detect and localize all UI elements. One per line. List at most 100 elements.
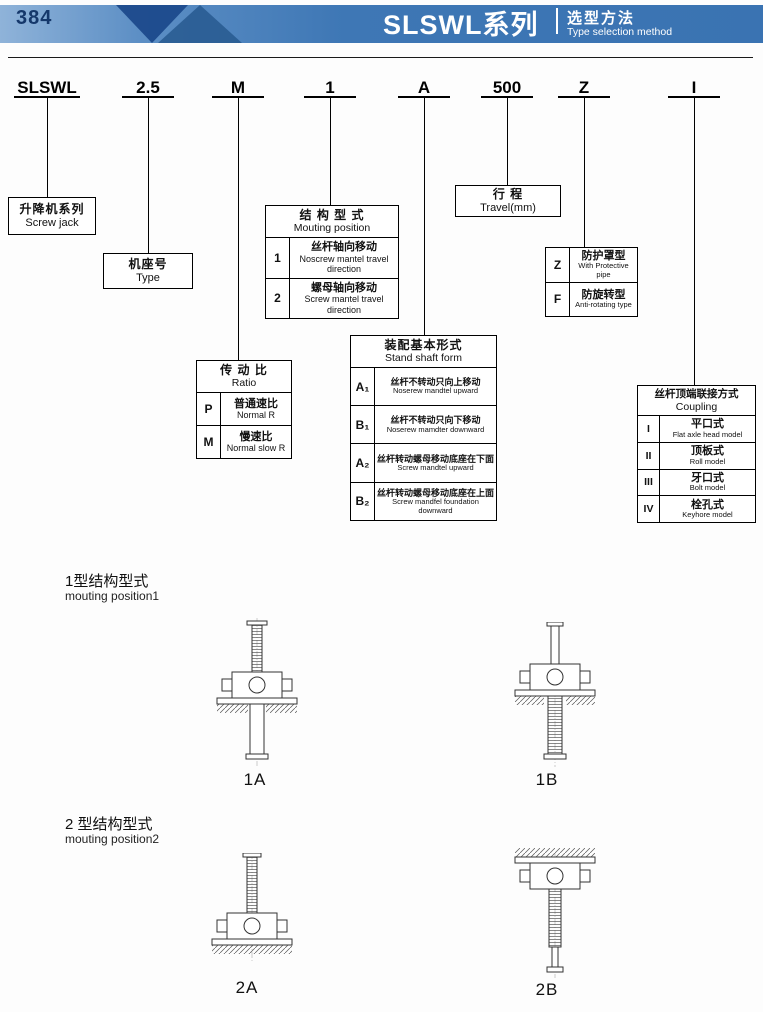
mounting-title-en: Mouting position [293, 222, 371, 235]
row-desc: 螺母轴向移动 Screw mantel travel direction [290, 279, 398, 319]
stand-table-header: 装配基本形式 Stand shaft form [351, 336, 496, 368]
row-code: 2 [266, 278, 290, 319]
mounting-table-header: 结 构 型 式 Mouting position [266, 206, 398, 238]
series-title: SLSWL系列 [383, 10, 539, 40]
row-desc-en: Roll model [689, 456, 726, 466]
row-desc: 平口式 Flat axle head model [660, 416, 755, 442]
row-code: I [638, 416, 660, 442]
row-desc-en: Screw mandfel foundation downward [392, 496, 479, 515]
row-desc: 普通速比 Normal R [221, 393, 291, 425]
row-desc-en: Flat axle head model [672, 430, 743, 440]
connector-line [47, 98, 48, 197]
code-underline [122, 96, 174, 98]
row-desc-en: Normal slow R [226, 443, 286, 454]
code-underline [14, 96, 80, 98]
figure-2b-label: 2B [535, 980, 559, 999]
row-desc: 丝杆转动螺母移动底座在上面 Screw mandfel foundation d… [375, 483, 496, 520]
coupling-table: 丝杆顶端联接方式 Coupling I 平口式 Flat axle head m… [637, 385, 756, 523]
table-row: B₁ 丝杆不转动只向下移动 Noserew mamdter downward [351, 406, 496, 445]
row-desc-cn: 栓孔式 [691, 498, 724, 511]
type-label-en: Type [136, 271, 160, 284]
row-code: II [638, 442, 660, 469]
ratio-title-en: Ratio [231, 377, 257, 390]
table-row: II 顶板式 Roll model [638, 442, 755, 470]
row-code: A₁ [351, 367, 375, 406]
code-segment-ratio: M [230, 78, 246, 97]
section1-title-cn: 1型结构型式 [65, 573, 149, 590]
row-code: A₂ [351, 444, 375, 482]
code-segment-shaftform: A [417, 78, 431, 97]
travel-label-en: Travel(mm) [480, 201, 536, 214]
connector-line [330, 98, 331, 205]
row-desc-cn: 普通速比 [234, 397, 278, 410]
figure-1b-label: 1B [535, 770, 559, 789]
section1-title-en: mouting position1 [65, 589, 160, 603]
row-desc-en: Noserew mandtel upward [392, 386, 479, 396]
row-desc-en: Bolt model [689, 483, 726, 493]
row-desc-en: Screw mantel travel direction [304, 294, 384, 315]
row-desc-cn: 丝杆转动螺母移动底座在上面 [377, 487, 495, 498]
row-code: III [638, 469, 660, 496]
table-row: IV 栓孔式 Keyhore model [638, 496, 755, 522]
header-divider [556, 8, 558, 34]
type-label-box: 机座号 Type [103, 253, 193, 289]
row-desc-cn: 丝杆转动螺母移动底座在下面 [377, 453, 495, 464]
row-desc-cn: 螺母轴向移动 [311, 281, 377, 294]
code-underline [558, 96, 610, 98]
code-underline [212, 96, 264, 98]
row-desc-cn: 丝杆轴向移动 [311, 241, 377, 254]
row-code: B₁ [351, 406, 375, 444]
row-desc-cn: 丝杆不转动只向下移动 [390, 415, 481, 426]
coupling-table-header: 丝杆顶端联接方式 Coupling [638, 386, 755, 417]
travel-label-box: 行 程 Travel(mm) [455, 185, 561, 217]
figure-1a-drawing [200, 618, 315, 766]
figure-2a-drawing [195, 853, 310, 973]
stand-title-en: Stand shaft form [384, 352, 463, 365]
table-row: III 牙口式 Bolt model [638, 469, 755, 497]
row-desc-en: Normal R [236, 410, 275, 421]
table-row: P 普通速比 Normal R [197, 392, 291, 426]
connector-line [694, 98, 695, 385]
mounting-position-table: 结 构 型 式 Mouting position 1 丝杆轴向移动 Noscre… [265, 205, 399, 319]
header-rule [8, 57, 753, 58]
code-segment-coupling: I [691, 78, 697, 97]
protection-type-table: Z 防护罩型 With Protective pipe F 防旋转型 Anti-… [545, 247, 638, 317]
row-desc: 丝杆转动螺母移动底座在下面 Screw mandtel upward [375, 444, 496, 481]
section2-title-cn: 2 型结构型式 [65, 816, 153, 833]
row-desc-cn: 丝杆不转动只向上移动 [390, 377, 481, 388]
code-segment-size: 2.5 [136, 78, 160, 97]
table-row: A₂ 丝杆转动螺母移动底座在下面 Screw mandtel upward [351, 444, 496, 483]
row-desc: 丝杆不转动只向上移动 Noserew mandtel upward [375, 368, 496, 405]
page-header [0, 5, 763, 43]
type-label-cn: 机座号 [128, 256, 168, 271]
row-desc: 丝杆不转动只向下移动 Noserew mamdter downward [375, 406, 496, 443]
travel-label-cn: 行 程 [492, 186, 524, 201]
series-label-en: Screw jack [25, 216, 79, 229]
row-desc-en: Anti-rotating type [575, 300, 632, 310]
coupling-title-cn: 丝杆顶端联接方式 [654, 388, 739, 400]
series-label-cn: 升降机系列 [19, 201, 85, 216]
figure-2b-drawing [495, 848, 615, 978]
code-underline [668, 96, 720, 98]
row-desc: 顶板式 Roll model [660, 443, 755, 469]
row-code: F [546, 282, 570, 316]
stand-title-cn: 装配基本形式 [384, 338, 463, 352]
mounting-title-cn: 结 构 型 式 [299, 208, 365, 222]
row-code: M [197, 426, 221, 459]
row-desc-en: With Protective pipe [578, 261, 629, 280]
table-row: B₂ 丝杆转动螺母移动底座在上面 Screw mandfel foundatio… [351, 482, 496, 520]
table-row: F 防旋转型 Anti-rotating type [546, 282, 637, 316]
table-row: I 平口式 Flat axle head model [638, 416, 755, 443]
row-desc: 牙口式 Bolt model [660, 470, 755, 496]
figure-2a-label: 2A [235, 978, 259, 997]
row-desc-cn: 慢速比 [239, 430, 273, 443]
row-code: IV [638, 496, 660, 522]
row-desc-cn: 防护罩型 [581, 249, 626, 262]
row-code: 1 [266, 237, 290, 278]
row-code: B₂ [351, 482, 375, 520]
row-desc-en: Noscrew mantel travel direction [299, 253, 389, 275]
row-desc-en: Keyhore model [682, 510, 733, 520]
code-underline [398, 96, 450, 98]
code-segment-position: 1 [325, 78, 335, 97]
code-segment-series: SLSWL [17, 78, 77, 97]
